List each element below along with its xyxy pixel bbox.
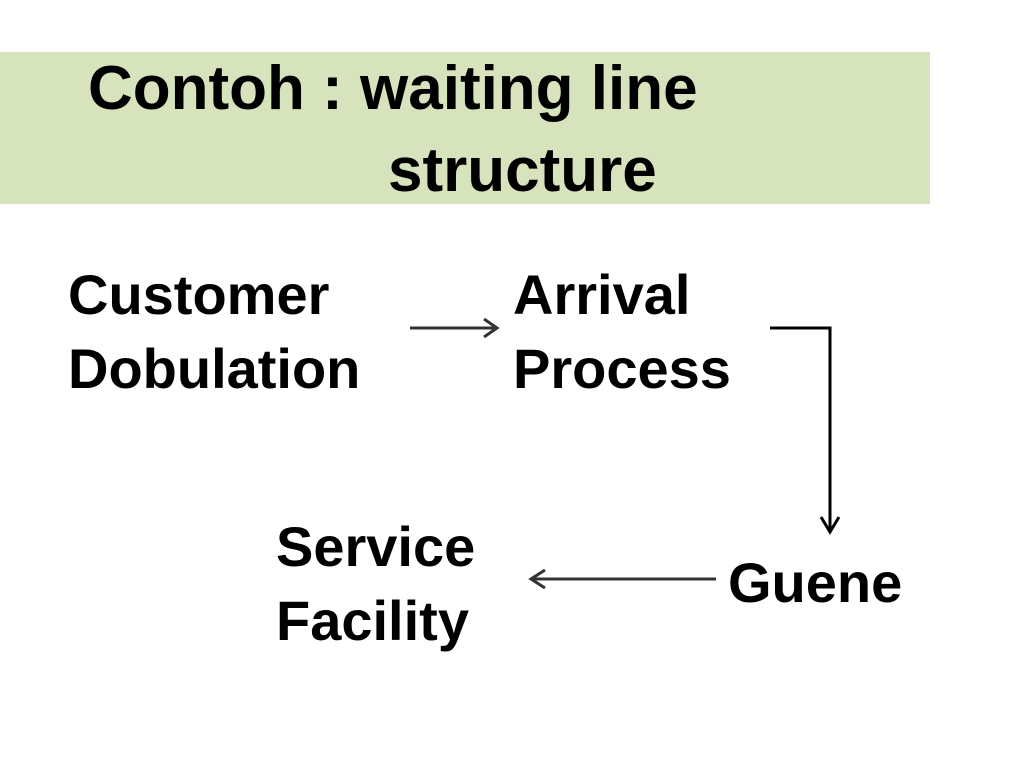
arrow-queue-to-service [528,568,716,590]
service-node-line-2: Facility [276,589,469,652]
slide-title-line-1: Contoh : waiting line [88,54,698,123]
arrival-node-line-1: Arrival [513,263,691,326]
title-band [0,52,930,204]
queue-node-label: Guene [728,551,903,614]
queue-node: Guene [728,546,902,620]
service-node-line-1: Service [276,515,476,578]
arrow-customer-to-arrival [410,317,500,339]
customer-population-node: Customer Dobulation [68,258,360,406]
customer-node-line-1: Customer [68,263,330,326]
arrow-arrival-to-queue [770,326,841,535]
arrival-node-line-2: Process [513,337,731,400]
service-facility-node: Service Facility [276,510,475,658]
slide-title-line-2: structure [388,136,657,205]
arrival-process-node: Arrival Process [513,258,731,406]
customer-node-line-2: Dobulation [68,337,361,400]
